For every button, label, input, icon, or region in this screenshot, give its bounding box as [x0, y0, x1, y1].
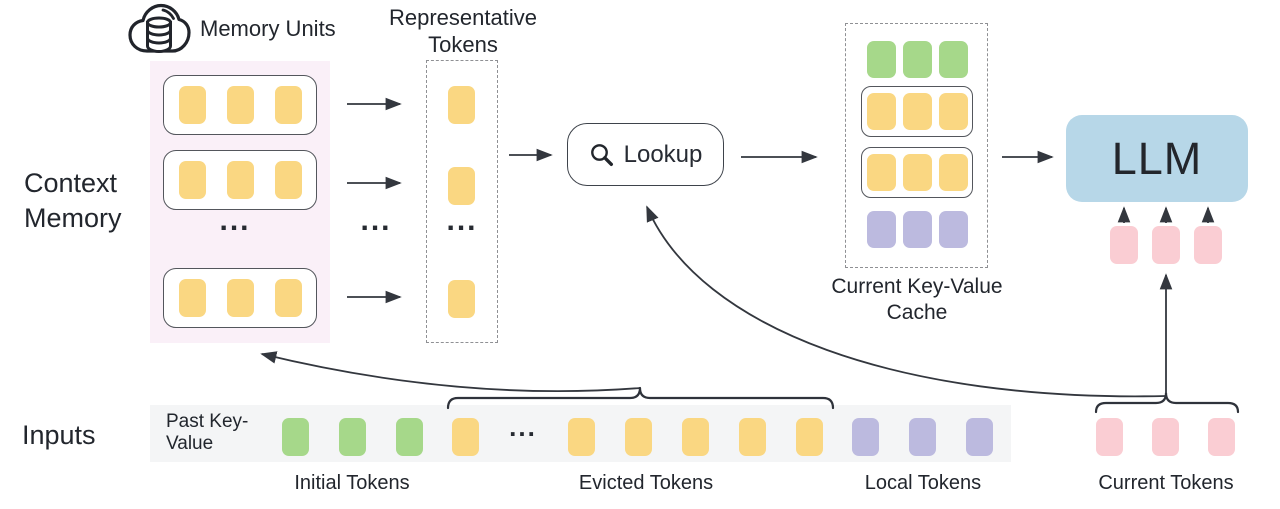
token-yellow — [448, 280, 475, 318]
token-yellow — [739, 418, 766, 456]
llm-box: LLM — [1066, 115, 1248, 202]
evicted-tokens-left — [452, 418, 479, 456]
lookup-label: Lookup — [623, 140, 703, 168]
current-tokens-label: Current Tokens — [1098, 472, 1234, 494]
evicted-tokens-right — [568, 418, 823, 456]
cache-row-unit — [861, 86, 973, 137]
evicted-to-memory-arrow — [260, 351, 641, 393]
token-green — [339, 418, 366, 456]
cloud-database-icon — [128, 3, 191, 54]
token-yellow — [226, 86, 254, 124]
token-pink — [1194, 226, 1222, 264]
token-pink — [1110, 226, 1138, 264]
token-yellow — [866, 93, 896, 130]
token-yellow — [938, 93, 968, 130]
token-yellow — [178, 86, 206, 124]
memory-ellipsis: ... — [219, 204, 251, 237]
token-yellow — [178, 161, 206, 199]
cache-row-local — [846, 211, 989, 248]
representative-tokens-label: Representative Tokens — [389, 5, 537, 57]
representative-tokens-column — [448, 86, 475, 318]
token-yellow — [796, 418, 823, 456]
token-green — [903, 41, 932, 78]
token-purple — [966, 418, 993, 456]
current-kv-cache-box — [845, 23, 988, 268]
local-tokens-label: Local Tokens — [864, 472, 982, 494]
token-yellow — [274, 161, 302, 199]
current-tokens-brace — [1094, 391, 1240, 414]
token-yellow — [625, 418, 652, 456]
context-memory-label: Context Memory — [24, 168, 122, 233]
initial-tokens-group — [282, 418, 423, 456]
token-yellow — [866, 154, 896, 191]
token-yellow — [682, 418, 709, 456]
evicted-tokens-label: Evicted Tokens — [578, 472, 714, 494]
token-yellow — [452, 418, 479, 456]
representative-ellipsis: ... — [446, 204, 478, 237]
past-key-value-label: Past Key-Value — [166, 411, 249, 454]
initial-tokens-label: Initial Tokens — [294, 472, 410, 494]
token-purple — [903, 211, 932, 248]
current-tokens-group — [1096, 418, 1235, 456]
llm-input-tokens — [1110, 226, 1222, 264]
token-yellow — [274, 279, 302, 317]
token-pink — [1152, 226, 1180, 264]
token-yellow — [448, 86, 475, 124]
token-purple — [909, 418, 936, 456]
token-green — [939, 41, 968, 78]
current-kv-cache-label: Current Key-Value Cache — [831, 275, 1003, 324]
strip-ellipsis: ... — [509, 412, 537, 442]
memory-units-label: Memory Units — [200, 16, 336, 41]
token-purple — [939, 211, 968, 248]
memory-unit-row — [163, 268, 317, 328]
token-green — [282, 418, 309, 456]
token-purple — [852, 418, 879, 456]
token-yellow — [568, 418, 595, 456]
context-memory-panel — [150, 61, 330, 343]
token-yellow — [902, 93, 932, 130]
memory-unit-row — [163, 75, 317, 135]
cache-row-initial — [846, 41, 989, 78]
token-green — [396, 418, 423, 456]
token-yellow — [902, 154, 932, 191]
lookup-button: Lookup — [567, 123, 724, 186]
token-yellow — [226, 161, 254, 199]
token-yellow — [226, 279, 254, 317]
token-yellow — [448, 167, 475, 205]
token-purple — [867, 211, 896, 248]
token-yellow — [274, 86, 302, 124]
token-yellow — [938, 154, 968, 191]
cache-row-unit — [861, 147, 973, 198]
inputs-label: Inputs — [22, 420, 96, 450]
token-green — [867, 41, 896, 78]
token-pink — [1208, 418, 1235, 456]
arrows-ellipsis: ... — [360, 204, 392, 237]
representative-tokens-box — [426, 60, 498, 343]
token-yellow — [178, 279, 206, 317]
memory-unit-row — [163, 150, 317, 210]
local-tokens-group — [852, 418, 993, 456]
search-icon — [590, 143, 613, 166]
token-pink — [1096, 418, 1123, 456]
token-pink — [1152, 418, 1179, 456]
